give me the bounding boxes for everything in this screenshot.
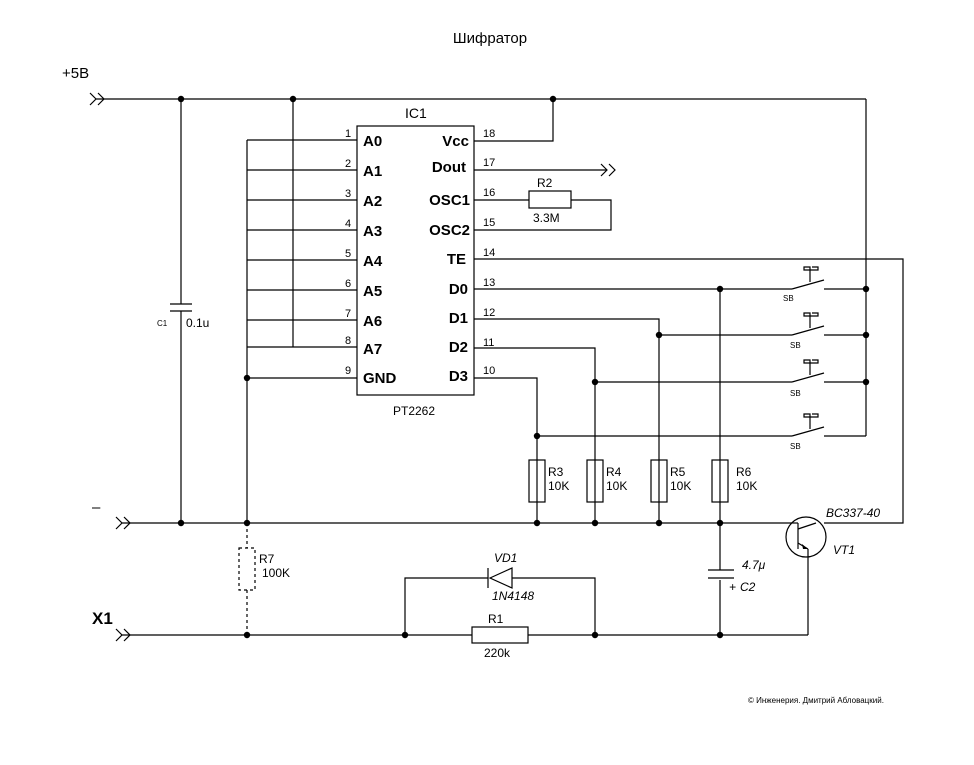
svg-text:A7: A7 xyxy=(363,341,382,358)
vt1-value: BC337-40 xyxy=(826,506,880,520)
switch-sb4-icon xyxy=(791,413,825,437)
svg-text:A6: A6 xyxy=(363,313,382,330)
copyright: © Инженерия. Дмитрий Абловацкий. xyxy=(748,696,884,705)
svg-text:3: 3 xyxy=(345,188,351,200)
ic1-right-pins: Vcc 18 Dout 17 OSC1 16 OSC2 15 TE 14 D0 … xyxy=(429,128,495,385)
svg-text:Vcc: Vcc xyxy=(442,133,469,150)
dout-connector-icon xyxy=(600,163,616,177)
r2-body xyxy=(528,190,572,209)
svg-text:OSC1: OSC1 xyxy=(429,192,470,209)
r7-value: 100K xyxy=(262,566,290,580)
svg-text:18: 18 xyxy=(483,128,495,140)
transistor-vt1-icon xyxy=(785,516,827,558)
r6-body xyxy=(711,459,729,503)
switch-sb2-icon xyxy=(791,312,825,336)
d2-wire xyxy=(474,347,596,523)
r6-ref: R6 xyxy=(736,465,752,479)
svg-text:A1: A1 xyxy=(363,163,382,180)
diode-vd1-icon xyxy=(487,567,513,589)
ic1-left-pins: 1 A0 2 A1 3 A2 4 A3 5 A4 6 A5 7 A6 8 A7 … xyxy=(345,128,397,387)
c2-value: 4.7μ xyxy=(742,558,766,572)
sb1-label: SB xyxy=(783,294,794,303)
svg-text:D2: D2 xyxy=(449,339,468,356)
vcc-wire xyxy=(474,99,554,142)
junction-dots xyxy=(177,95,870,639)
r5-ref: R5 xyxy=(670,465,686,479)
c1-value: 0.1u xyxy=(186,316,209,330)
sb2-label: SB xyxy=(790,341,801,350)
r2-value: 3.3M xyxy=(533,211,560,225)
svg-text:1: 1 xyxy=(345,128,351,140)
vd1-value: 1N4148 xyxy=(492,589,534,603)
minus-label: – xyxy=(92,499,101,516)
svg-text:11: 11 xyxy=(483,337,494,349)
svg-text:17: 17 xyxy=(483,157,495,169)
svg-text:OSC2: OSC2 xyxy=(429,222,470,239)
svg-text:TE: TE xyxy=(447,251,466,268)
svg-text:10: 10 xyxy=(483,365,495,377)
r6-value: 10K xyxy=(736,479,757,493)
svg-text:15: 15 xyxy=(483,217,495,229)
svg-text:5: 5 xyxy=(345,248,351,260)
ic1-ref: IC1 xyxy=(405,105,427,121)
svg-text:D3: D3 xyxy=(449,368,468,385)
svg-text:D1: D1 xyxy=(449,310,468,327)
sb4-label: SB xyxy=(790,442,801,451)
vd1-ref: VD1 xyxy=(494,551,517,565)
svg-text:7: 7 xyxy=(345,308,351,320)
sb3-label: SB xyxy=(790,389,801,398)
svg-text:Dout: Dout xyxy=(432,159,466,176)
svg-text:A2: A2 xyxy=(363,193,382,210)
svg-text:8: 8 xyxy=(345,335,351,347)
d3-wire xyxy=(474,377,538,523)
r7-ref: R7 xyxy=(259,552,275,566)
r1-ref: R1 xyxy=(488,612,504,626)
ic1-body xyxy=(356,125,475,396)
svg-text:13: 13 xyxy=(483,277,495,289)
svg-text:9: 9 xyxy=(345,365,351,377)
svg-text:A5: A5 xyxy=(363,283,382,300)
svg-text:+: + xyxy=(729,580,736,594)
r4-value: 10K xyxy=(606,479,627,493)
r3-value: 10K xyxy=(548,479,569,493)
r7-body xyxy=(238,547,256,591)
c1-ref: C1 xyxy=(157,319,168,328)
plus-5v-label: +5B xyxy=(62,65,89,82)
ic1-part: PT2262 xyxy=(393,404,435,418)
svg-text:4: 4 xyxy=(345,218,351,230)
diagram-title: Шифратор xyxy=(453,30,527,47)
r3-ref: R3 xyxy=(548,465,564,479)
svg-text:A0: A0 xyxy=(363,133,382,150)
r1-value: 220k xyxy=(484,646,511,660)
te-wire xyxy=(474,258,904,524)
r4-body xyxy=(586,459,604,503)
svg-text:A4: A4 xyxy=(363,253,383,270)
r2-ref: R2 xyxy=(537,176,553,190)
svg-text:6: 6 xyxy=(345,278,351,290)
vt1-ref: VT1 xyxy=(833,543,855,557)
r1-body xyxy=(471,626,529,644)
svg-text:16: 16 xyxy=(483,187,495,199)
switch-sb1-icon xyxy=(791,266,825,290)
c2-ref: C2 xyxy=(740,580,756,594)
svg-text:A3: A3 xyxy=(363,223,382,240)
r5-body xyxy=(650,459,668,503)
switch-sb3-icon xyxy=(791,359,825,383)
r3-body xyxy=(528,459,546,503)
x1-label: X1 xyxy=(92,609,113,628)
svg-text:2: 2 xyxy=(345,158,351,170)
d1-wire xyxy=(474,318,660,523)
r5-value: 10K xyxy=(670,479,691,493)
r4-ref: R4 xyxy=(606,465,622,479)
svg-text:GND: GND xyxy=(363,370,397,387)
svg-text:D0: D0 xyxy=(449,281,468,298)
svg-text:14: 14 xyxy=(483,247,495,259)
svg-text:12: 12 xyxy=(483,307,495,319)
